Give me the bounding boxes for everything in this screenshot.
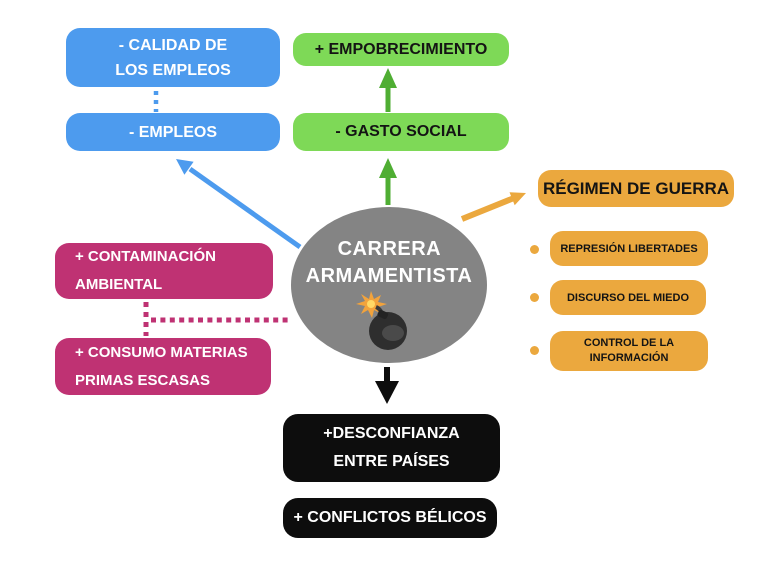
node-discurso-miedo: DISCURSO DEL MIEDO (550, 280, 706, 315)
central-label-line2: ARMAMENTISTA (305, 265, 473, 287)
node-empleos: - EMPLEOS (66, 113, 280, 151)
node-consumo-materias: + CONSUMO MATERIAS PRIMAS ESCASAS (55, 338, 271, 395)
node-calidad-empleos: - CALIDAD DE LOS EMPLEOS (66, 28, 280, 87)
node-gasto-social: - GASTO SOCIAL (293, 113, 509, 151)
arrow-blue-line (188, 166, 302, 250)
node-discurso-label: DISCURSO DEL MIEDO (566, 291, 690, 304)
node-desconfianza-line2: ENTRE PAÍSES (333, 453, 450, 470)
node-contaminacion-line1: + CONTAMINACIÓN (75, 248, 216, 265)
central-node (291, 207, 487, 363)
node-control-line1: CONTROL DE LA (583, 337, 675, 349)
node-conflictos-label: + CONFLICTOS BÉLICOS (293, 509, 487, 526)
arrow-blue-head (176, 159, 194, 175)
node-empobrecimiento: + EMPOBRECIMIENTO (293, 33, 509, 66)
node-desconfianza: +DESCONFIANZA ENTRE PAÍSES (283, 414, 500, 482)
node-empleos-label: - EMPLEOS (128, 123, 217, 141)
node-consumo-line2: PRIMAS ESCASAS (75, 371, 211, 389)
node-represion-libertades: REPRESIÓN LIBERTADES (550, 231, 708, 266)
node-consumo-line1: + CONSUMO MATERIAS (75, 343, 248, 361)
arrow-orange-head (509, 192, 526, 206)
node-desconfianza-line1: +DESCONFIANZA (323, 425, 460, 442)
arrow-green-lower-head (379, 158, 397, 178)
arrow-green-upper-head (379, 68, 397, 88)
node-control-informacion: CONTROL DE LA INFORMACIÓN (550, 331, 708, 371)
node-gasto-social-label: - GASTO SOCIAL (335, 123, 467, 140)
node-represion-label: REPRESIÓN LIBERTADES (560, 242, 698, 255)
bullet-icon (530, 346, 539, 355)
bullet-icon (530, 293, 539, 302)
node-contaminacion: + CONTAMINACIÓN AMBIENTAL (55, 243, 273, 299)
node-regimen-guerra-label: RÉGIMEN DE GUERRA (542, 178, 730, 198)
node-calidad-line1: - CALIDAD DE (118, 36, 228, 54)
node-contaminacion-line2: AMBIENTAL (75, 276, 163, 293)
arrow-black-head (375, 381, 399, 404)
arrow-orange-line (460, 195, 516, 222)
bullet-icon (530, 245, 539, 254)
central-node-label: CARRERA ARMAMENTISTA (289, 236, 489, 290)
node-control-line2: INFORMACIÓN (589, 352, 669, 364)
node-regimen-guerra: RÉGIMEN DE GUERRA (538, 170, 734, 207)
node-calidad-line2: LOS EMPLEOS (115, 61, 231, 79)
bomb-icon (356, 291, 407, 350)
node-conflictos-belicos: + CONFLICTOS BÉLICOS (283, 498, 497, 538)
node-empobrecimiento-label: + EMPOBRECIMIENTO (314, 40, 488, 58)
central-label-line1: CARRERA (337, 238, 441, 260)
